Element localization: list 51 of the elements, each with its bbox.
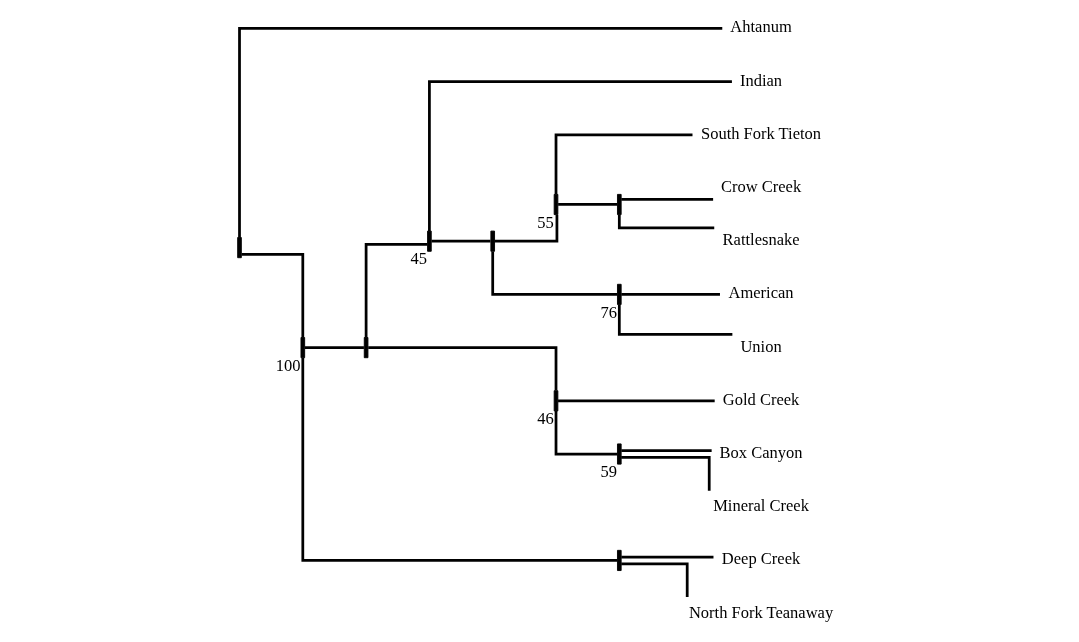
node-label: 59	[600, 462, 618, 482]
node-text: Gold Creek	[722, 389, 800, 409]
node-text: American	[728, 283, 794, 303]
connector	[617, 304, 733, 336]
node-bar	[617, 193, 622, 216]
connector	[494, 214, 559, 243]
connector	[554, 411, 618, 456]
connector	[428, 80, 732, 231]
node-bar	[617, 443, 622, 465]
connector	[621, 562, 689, 598]
node-text: Box Canyon	[719, 443, 803, 463]
node-text: Indian	[739, 70, 783, 90]
node-text: Crow Creek	[720, 177, 802, 197]
connector	[238, 26, 723, 238]
connector	[431, 239, 491, 243]
connector	[301, 357, 618, 562]
connector	[621, 555, 714, 559]
connector	[364, 243, 428, 338]
node-label: 46	[537, 409, 554, 429]
node-bar	[300, 337, 306, 359]
connector	[558, 203, 618, 206]
connector	[621, 198, 714, 201]
node-bar	[490, 230, 495, 252]
connector	[621, 449, 712, 453]
node-bar	[363, 337, 369, 359]
node-text: Rattlesnake	[722, 230, 800, 250]
connector	[621, 293, 720, 296]
node-label: 45	[410, 249, 428, 269]
connector	[558, 399, 715, 403]
node-bar	[617, 283, 622, 305]
node-bar	[237, 237, 242, 259]
connector	[621, 456, 711, 491]
node-text: Ahtanum	[730, 17, 792, 37]
node-text: South Fork Tieton	[700, 123, 822, 143]
node-text: Deep Creek	[721, 549, 801, 569]
connector	[304, 346, 364, 349]
connector	[554, 133, 693, 195]
node-text: Union	[740, 336, 782, 356]
node-bar	[617, 549, 622, 571]
connector	[617, 214, 715, 230]
node-label: 55	[537, 212, 554, 232]
node-label: 100	[275, 355, 301, 375]
connector	[368, 346, 558, 391]
node-bar	[553, 193, 559, 216]
node-bar	[427, 230, 432, 252]
connector	[491, 251, 618, 296]
node-bar	[553, 390, 559, 412]
node-text: North Fork Teanaway	[688, 602, 834, 622]
connector	[241, 253, 305, 338]
node-label: 76	[600, 302, 618, 322]
node-text: Mineral Creek	[713, 496, 809, 516]
